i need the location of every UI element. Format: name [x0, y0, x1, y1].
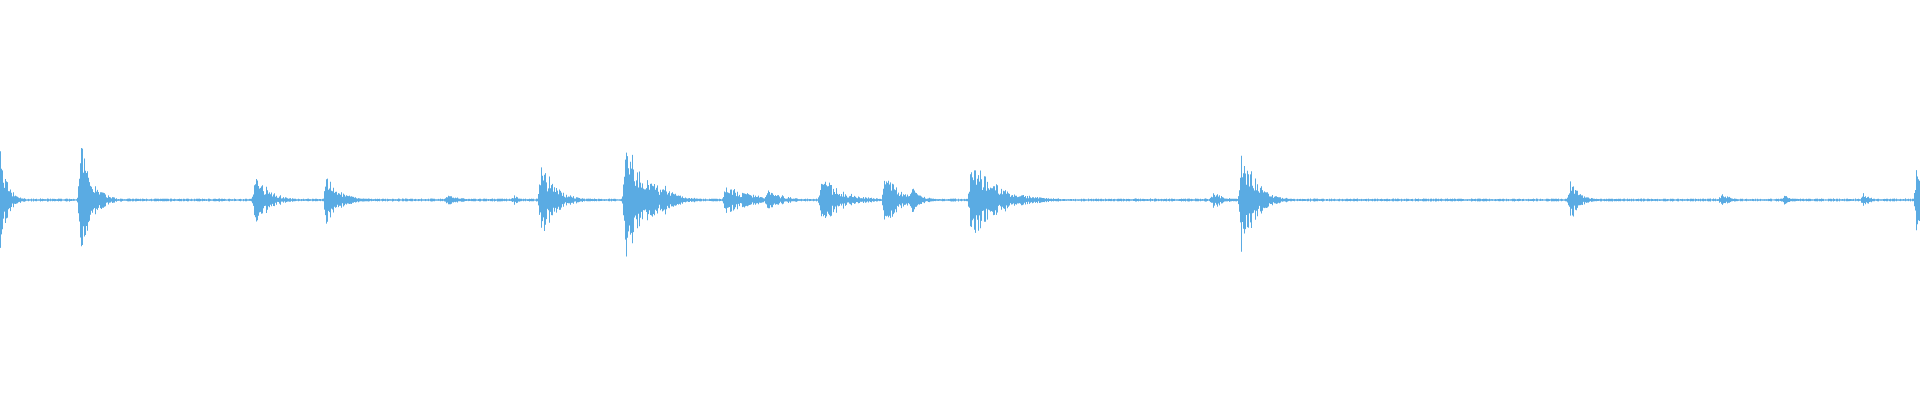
waveform-samples — [0, 148, 1920, 257]
